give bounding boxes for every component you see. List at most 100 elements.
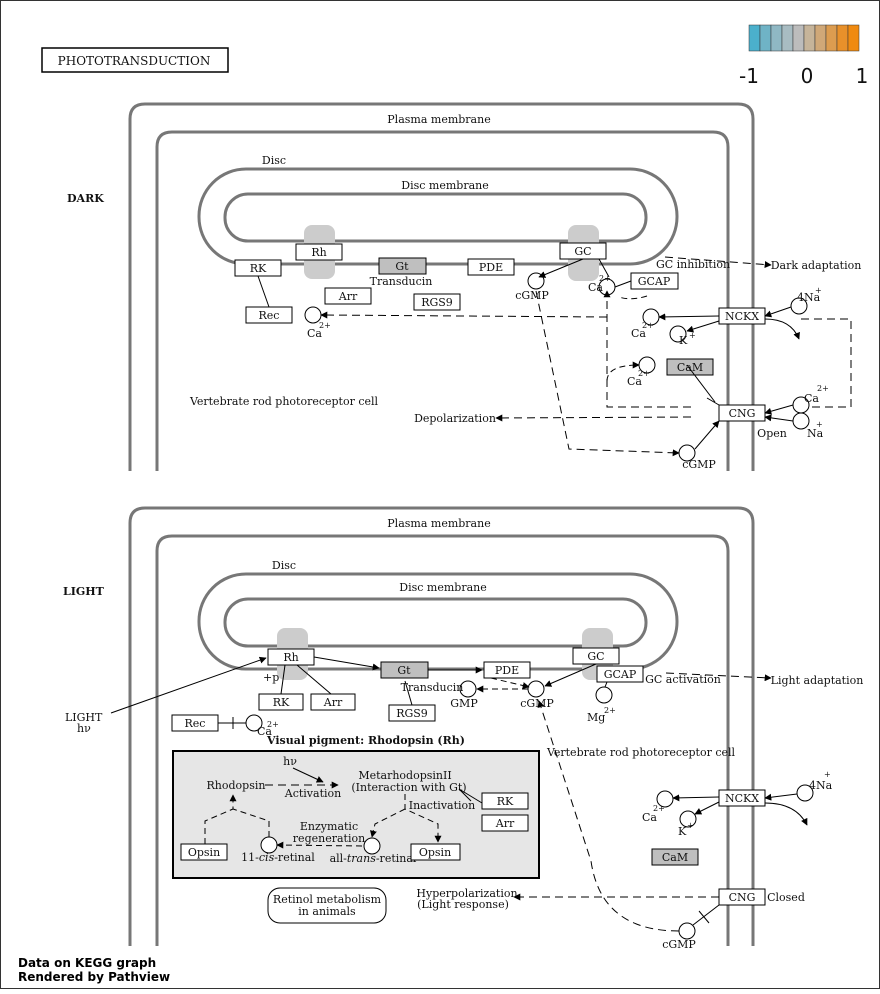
dark-gene-rec[interactable]: Rec <box>245 306 293 324</box>
pigment-regeneration: regeneration <box>293 832 365 845</box>
dark-gene-pde[interactable]: PDE <box>467 258 515 276</box>
dark-disc-membrane-label: Disc membrane <box>401 179 488 192</box>
light-gene-cng[interactable]: CNG <box>718 888 766 906</box>
svg-text:GC: GC <box>587 650 604 663</box>
light-plasma-membrane-inner <box>155 534 730 946</box>
dark-gene-arr[interactable]: Arr <box>324 287 372 305</box>
svg-text:Arr: Arr <box>323 696 343 709</box>
legend-swatch <box>836 24 849 52</box>
pigment-enzymatic: Enzymatic <box>300 820 358 833</box>
dark-na4-label: 4Na <box>797 291 821 304</box>
svg-text:Rec: Rec <box>259 309 280 322</box>
pigment-metarhodopsin: MetarhodopsinII <box>358 769 451 782</box>
dark-ca-gc-label: Ca <box>588 281 603 294</box>
dark-ca-rec-label: Ca <box>307 327 322 340</box>
light-hv-label: hν <box>77 722 91 735</box>
dark-gene-gc[interactable]: GC <box>559 242 607 260</box>
light-gene-arr[interactable]: Arr <box>310 693 356 711</box>
dark-ca-nckx-charge: 2+ <box>642 321 654 330</box>
retinol-metabolism-link[interactable]: Retinol metabolism in animals <box>267 887 387 924</box>
light-k <box>679 810 697 828</box>
legend-swatch <box>792 24 805 52</box>
svg-text:CNG: CNG <box>729 407 756 420</box>
light-gene-rh[interactable]: Rh <box>267 648 315 666</box>
light-disc-membrane-label: Disc membrane <box>399 581 486 594</box>
svg-text:RK: RK <box>497 795 514 808</box>
light-hyperpolarization-label: Hyperpolarization <box>416 887 517 900</box>
pigment-box <box>172 750 540 879</box>
pigment-interaction: (Interaction with Gt) <box>351 781 466 794</box>
dark-gene-gcap[interactable]: GCAP <box>630 272 679 290</box>
svg-text:NCKX: NCKX <box>725 310 759 323</box>
dark-transducin-label: Transducin <box>370 275 433 288</box>
color-legend <box>748 24 860 52</box>
light-na4-label: 4Na <box>809 779 833 792</box>
dark-panel <box>128 102 755 471</box>
pigment-trans-retinal-node <box>363 837 381 855</box>
light-response-label: (Light response) <box>417 898 509 911</box>
dark-gene-rh[interactable]: Rh <box>295 243 343 261</box>
dark-cell-label: Vertebrate rod photoreceptor cell <box>189 395 379 408</box>
light-gene-nckx[interactable]: NCKX <box>718 789 766 807</box>
dark-gene-rk[interactable]: RK <box>234 259 282 277</box>
svg-text:Retinol metabolism: Retinol metabolism <box>273 893 382 906</box>
svg-text:PDE: PDE <box>495 664 519 677</box>
light-na4-charge: + <box>824 770 831 779</box>
dark-open-label: Open <box>757 427 787 440</box>
light-gmp <box>459 680 477 698</box>
legend-swatch <box>748 24 761 52</box>
svg-text:NCKX: NCKX <box>725 792 759 805</box>
pigment-hv: hν <box>283 755 297 768</box>
pigment-cis-retinal: 11-cis-retinal <box>241 851 315 864</box>
legend-tick-max: 1 <box>856 64 869 88</box>
svg-text:Arr: Arr <box>338 290 358 303</box>
light-mg-label: Mg <box>587 711 605 724</box>
light-transducin-label: Transducin <box>401 681 464 694</box>
pigment-activation: Activation <box>284 787 341 800</box>
light-section-label: LIGHT <box>63 585 105 598</box>
dark-gene-cng[interactable]: CNG <box>718 404 766 422</box>
light-k-label: K <box>678 825 687 838</box>
svg-text:CaM: CaM <box>662 851 688 864</box>
light-k-charge: + <box>687 821 694 830</box>
light-cell-label: Vertebrate rod photoreceptor cell <box>546 746 736 759</box>
dark-gene-rgs9[interactable]: RGS9 <box>413 293 461 311</box>
pigment-inactivation: Inactivation <box>409 799 476 812</box>
light-gc-activation-label: GC activation <box>645 673 721 686</box>
light-gene-rk[interactable]: RK <box>258 693 304 711</box>
light-light-label: LIGHT <box>65 711 103 724</box>
pigment-gene-opsin-2[interactable]: Opsin <box>410 843 461 861</box>
light-gene-gc[interactable]: GC <box>572 647 620 665</box>
dark-gene-cam[interactable]: CaM <box>666 358 714 376</box>
light-gene-gcap[interactable]: GCAP <box>596 665 644 683</box>
svg-text:Gt: Gt <box>395 260 409 273</box>
light-na4 <box>796 784 814 802</box>
dark-gene-nckx[interactable]: NCKX <box>718 307 766 325</box>
pigment-gene-rk[interactable]: RK <box>481 792 529 810</box>
dark-k-charge: + <box>689 331 696 340</box>
svg-text:CNG: CNG <box>729 891 756 904</box>
pigment-gene-arr[interactable]: Arr <box>481 814 529 832</box>
pigment-gene-opsin-1[interactable]: Opsin <box>180 843 228 861</box>
dark-ca-cng-charge: 2+ <box>817 384 829 393</box>
dark-plasma-membrane-outer <box>128 102 755 471</box>
footer-line-2: Rendered by Pathview <box>18 970 171 984</box>
dark-depolarization-label: Depolarization <box>414 412 496 425</box>
svg-text:Rh: Rh <box>311 246 326 259</box>
dark-gene-gt[interactable]: Gt <box>378 257 427 275</box>
light-plasma-membrane-label: Plasma membrane <box>387 517 490 530</box>
light-adaptation-label: Light adaptation <box>771 674 864 687</box>
light-gene-cam[interactable]: CaM <box>651 848 699 866</box>
light-gene-gt[interactable]: Gt <box>380 661 429 679</box>
light-gene-pde[interactable]: PDE <box>483 661 531 679</box>
legend-tick-mid: 0 <box>801 64 814 88</box>
dark-disc-outer <box>197 167 679 266</box>
light-ca-nckx-charge: 2+ <box>653 804 665 813</box>
dark-na-charge: + <box>816 420 823 429</box>
dark-ca-gc-charge: 2+ <box>599 274 611 283</box>
light-gene-rgs9[interactable]: RGS9 <box>388 704 436 722</box>
dark-k-label: K <box>679 334 688 347</box>
light-disc-inner <box>223 597 648 648</box>
light-gene-rec[interactable]: Rec <box>171 714 219 732</box>
